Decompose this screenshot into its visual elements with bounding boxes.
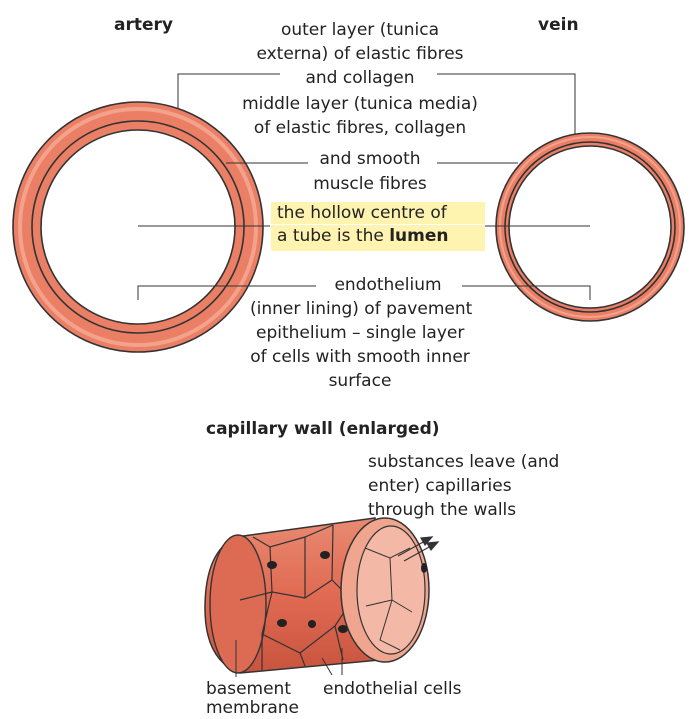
- endothelium-line-5: surface: [310, 370, 410, 392]
- capillary-drawing: [205, 518, 438, 677]
- endothelial-cells-label: endothelial cells: [323, 678, 461, 700]
- endothelium-line-3: epithelium – single layer: [256, 322, 464, 344]
- endothelium-line-1: endothelium: [315, 274, 461, 296]
- basement-line-2: membrane: [206, 697, 299, 719]
- middle-layer-line-3: and smooth: [310, 148, 430, 170]
- substances-line-2: enter) capillaries: [368, 475, 512, 497]
- middle-layer-line-4: muscle fibres: [300, 173, 440, 195]
- outer-layer-line-2: externa) of elastic fibres: [244, 43, 476, 65]
- lumen-line-1: the hollow centre of: [271, 202, 485, 224]
- lumen-line-2-text: a tube is the: [277, 226, 384, 246]
- middle-layer-line-2: of elastic fibres, collagen: [244, 117, 476, 139]
- artery-cross-section: [13, 102, 263, 352]
- substances-line-1: substances leave (and: [368, 451, 559, 473]
- lumen-line-2: a tube is the lumen: [271, 225, 485, 251]
- artery-title: artery: [114, 14, 173, 36]
- endothelium-line-2: (inner lining) of pavement: [250, 298, 470, 320]
- substances-line-3: through the walls: [368, 499, 516, 521]
- outer-layer-line-1: outer layer (tunica: [270, 19, 450, 41]
- endothelium-line-4: of cells with smooth inner: [250, 346, 470, 368]
- vein-title: vein: [538, 14, 579, 36]
- capillary-title: capillary wall (enlarged): [206, 418, 440, 440]
- lumen-term: lumen: [389, 226, 448, 246]
- middle-layer-line-1: middle layer (tunica media): [237, 93, 483, 115]
- outer-layer-line-3: and collagen: [290, 67, 430, 89]
